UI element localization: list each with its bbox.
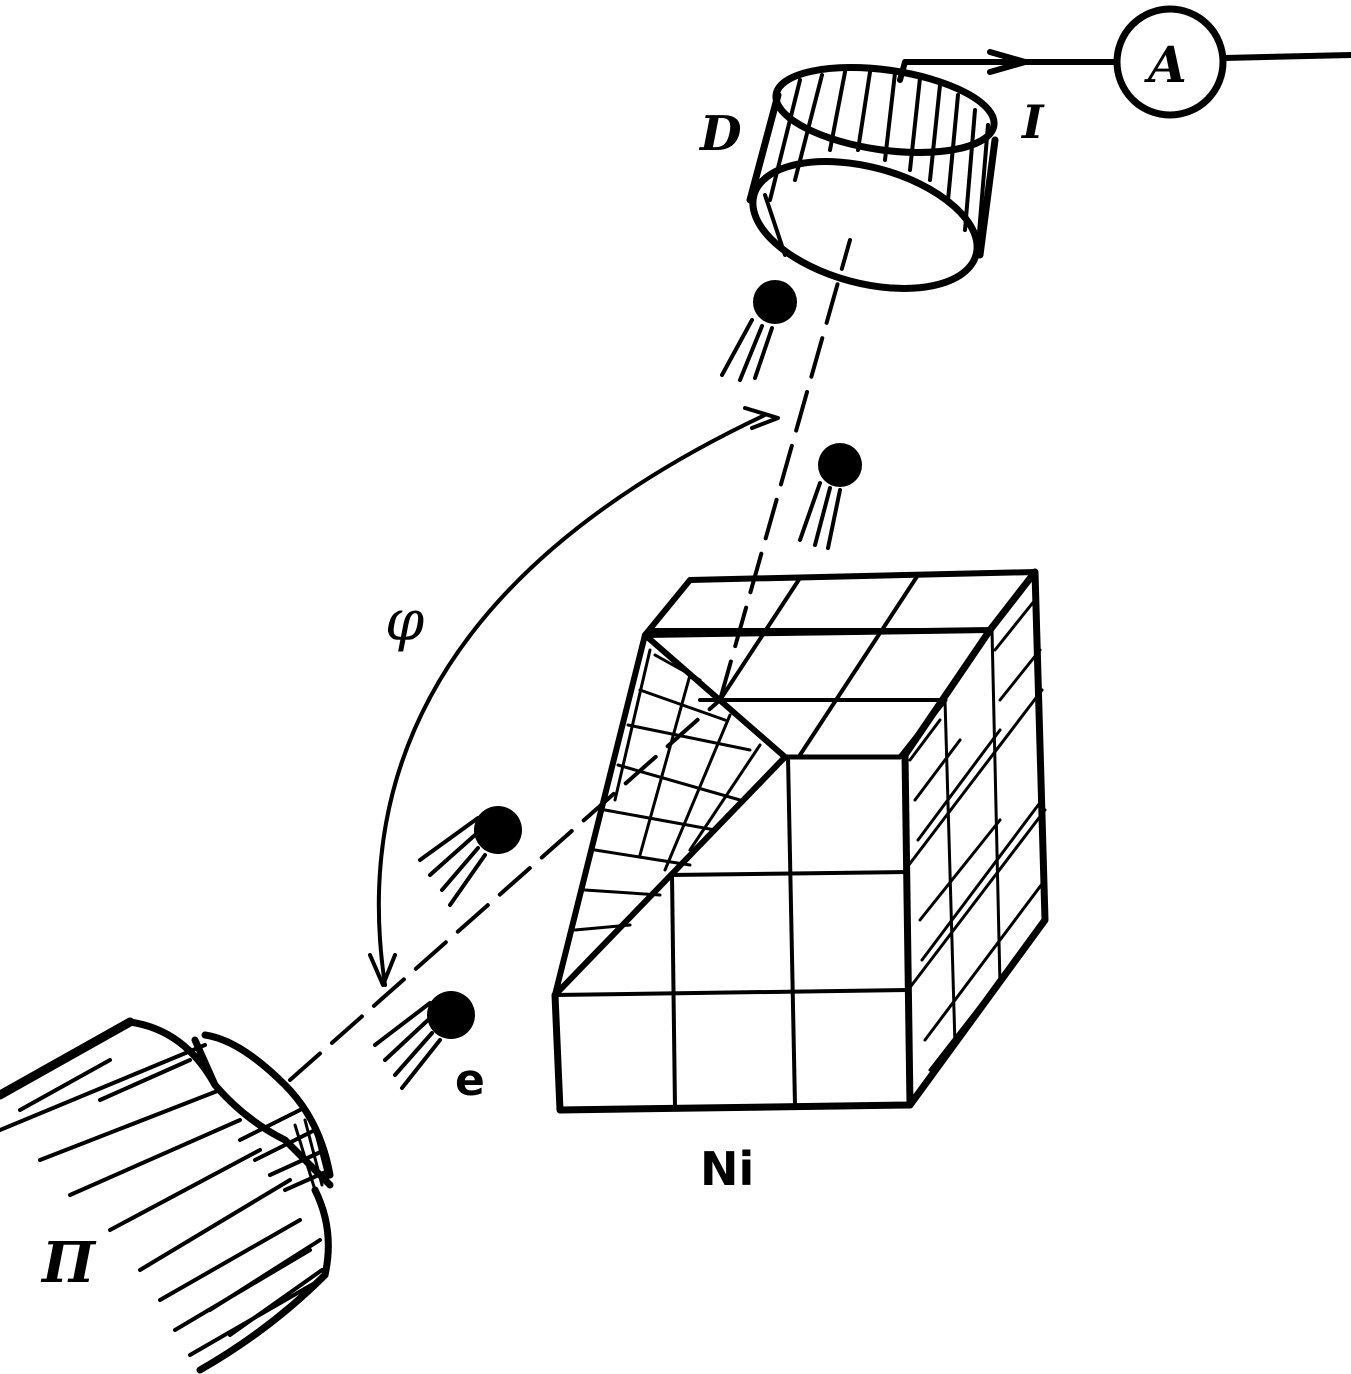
angle-arc [368,406,780,987]
current-arrow [987,49,1028,75]
crystal-right-hatch [903,598,1047,1072]
gun-nozzle-front [201,1031,334,1179]
angle-arc-arrow-top [743,406,780,430]
detector [746,64,999,292]
current-label: I [1020,95,1045,149]
gun-label: П [40,1230,97,1296]
crystal-top-face [642,569,1038,638]
gun-barrel-top-edge [0,1017,135,1100]
crystal-top-grid [648,573,992,757]
wire-to-ammeter [897,59,1118,83]
electron-2-ball [818,443,862,487]
wire-out [1221,52,1351,61]
gun-body-right [311,1186,332,1279]
electron-gun [0,1017,334,1374]
crystal-cut-hatch [573,648,762,932]
ammeter-circle [1113,5,1227,119]
crystal-label: Ni [700,1142,754,1196]
incident-beam [288,698,722,1082]
crystal-front-grid [553,755,910,1110]
electron-1 [720,280,797,382]
electron-label: e [455,1055,485,1106]
detector-left-side [746,91,782,204]
ammeter-label: A [1144,35,1187,94]
reflected-beam-line [718,238,852,702]
electron-1-ball [753,280,797,324]
incident-beam-line [288,698,722,1082]
electron-3 [418,806,522,907]
gun-nozzle-stripes [293,1118,330,1192]
nickel-crystal [551,568,1049,1114]
angle-arc-arrow-bottom [368,953,397,987]
gun-shading [0,1043,332,1357]
detector-label: D [698,106,742,162]
electron-3-ball [474,806,522,854]
electron-4 [373,991,475,1090]
circuit [897,5,1351,119]
crystal-front-face [551,751,914,1114]
electron-2 [798,443,862,550]
gun-body-bottom [196,1271,329,1374]
reflected-beam [718,238,852,702]
gun-flange [191,1036,334,1189]
detector-right-side [976,136,999,259]
angle-label: φ [385,589,424,654]
detector-stripes [763,70,990,257]
electron-4-ball [427,991,475,1039]
angle-arc-path [376,413,767,987]
